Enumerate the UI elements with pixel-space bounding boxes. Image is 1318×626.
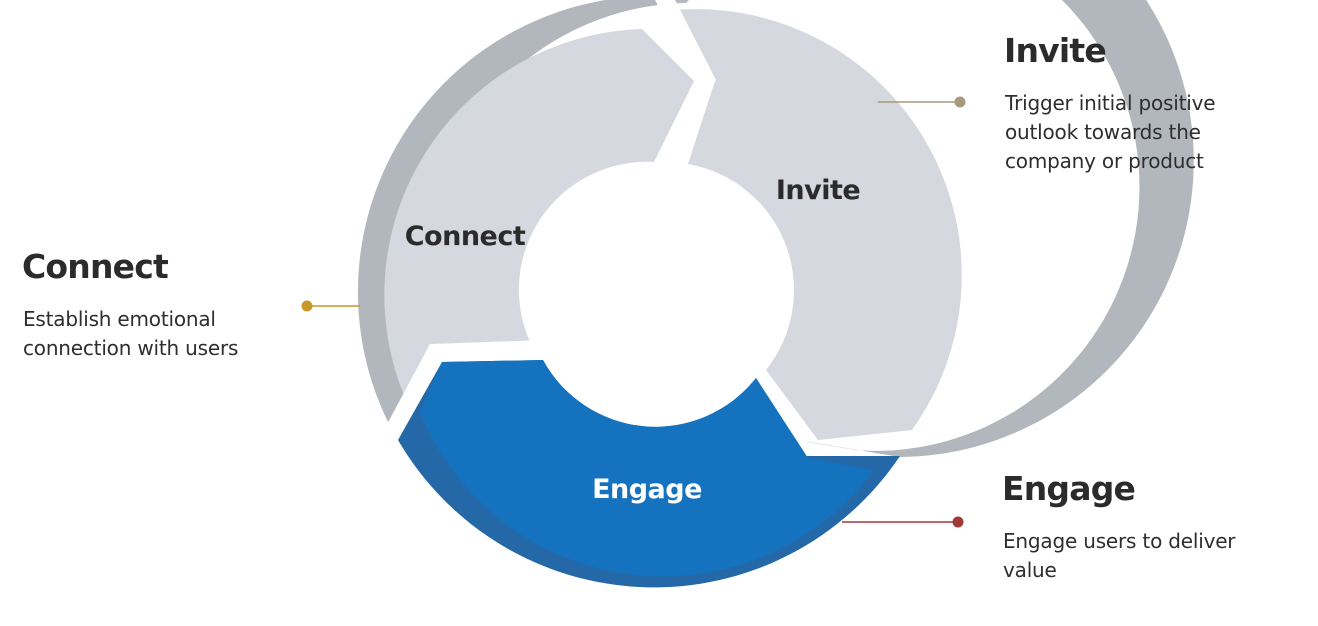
connect-title: Connect xyxy=(22,247,169,286)
segment-label-connect: Connect xyxy=(405,221,526,252)
invite-description: Trigger initial positive outlook towards… xyxy=(1005,91,1216,173)
engage-description: Engage users to deliver value xyxy=(1003,529,1236,582)
outer-ring-gray xyxy=(671,0,1194,457)
segment-engage xyxy=(420,360,874,577)
connector-invite xyxy=(878,96,966,108)
connect-description: Establish emotional connection with user… xyxy=(23,307,239,360)
segment-invite xyxy=(674,9,962,440)
center-hole xyxy=(525,164,781,420)
outer-ring-gray-left xyxy=(357,0,686,424)
segment-connect xyxy=(384,29,694,400)
invite-title: Invite xyxy=(1004,31,1107,70)
connector-connect xyxy=(301,300,360,312)
chevron-gap-bottom-left xyxy=(385,340,544,430)
connector-engage xyxy=(842,516,964,528)
segment-label-invite: Invite xyxy=(776,175,860,206)
segment-label-engage: Engage xyxy=(592,474,702,505)
chevron-gap-top xyxy=(652,0,716,166)
engage-title: Engage xyxy=(1002,469,1136,508)
